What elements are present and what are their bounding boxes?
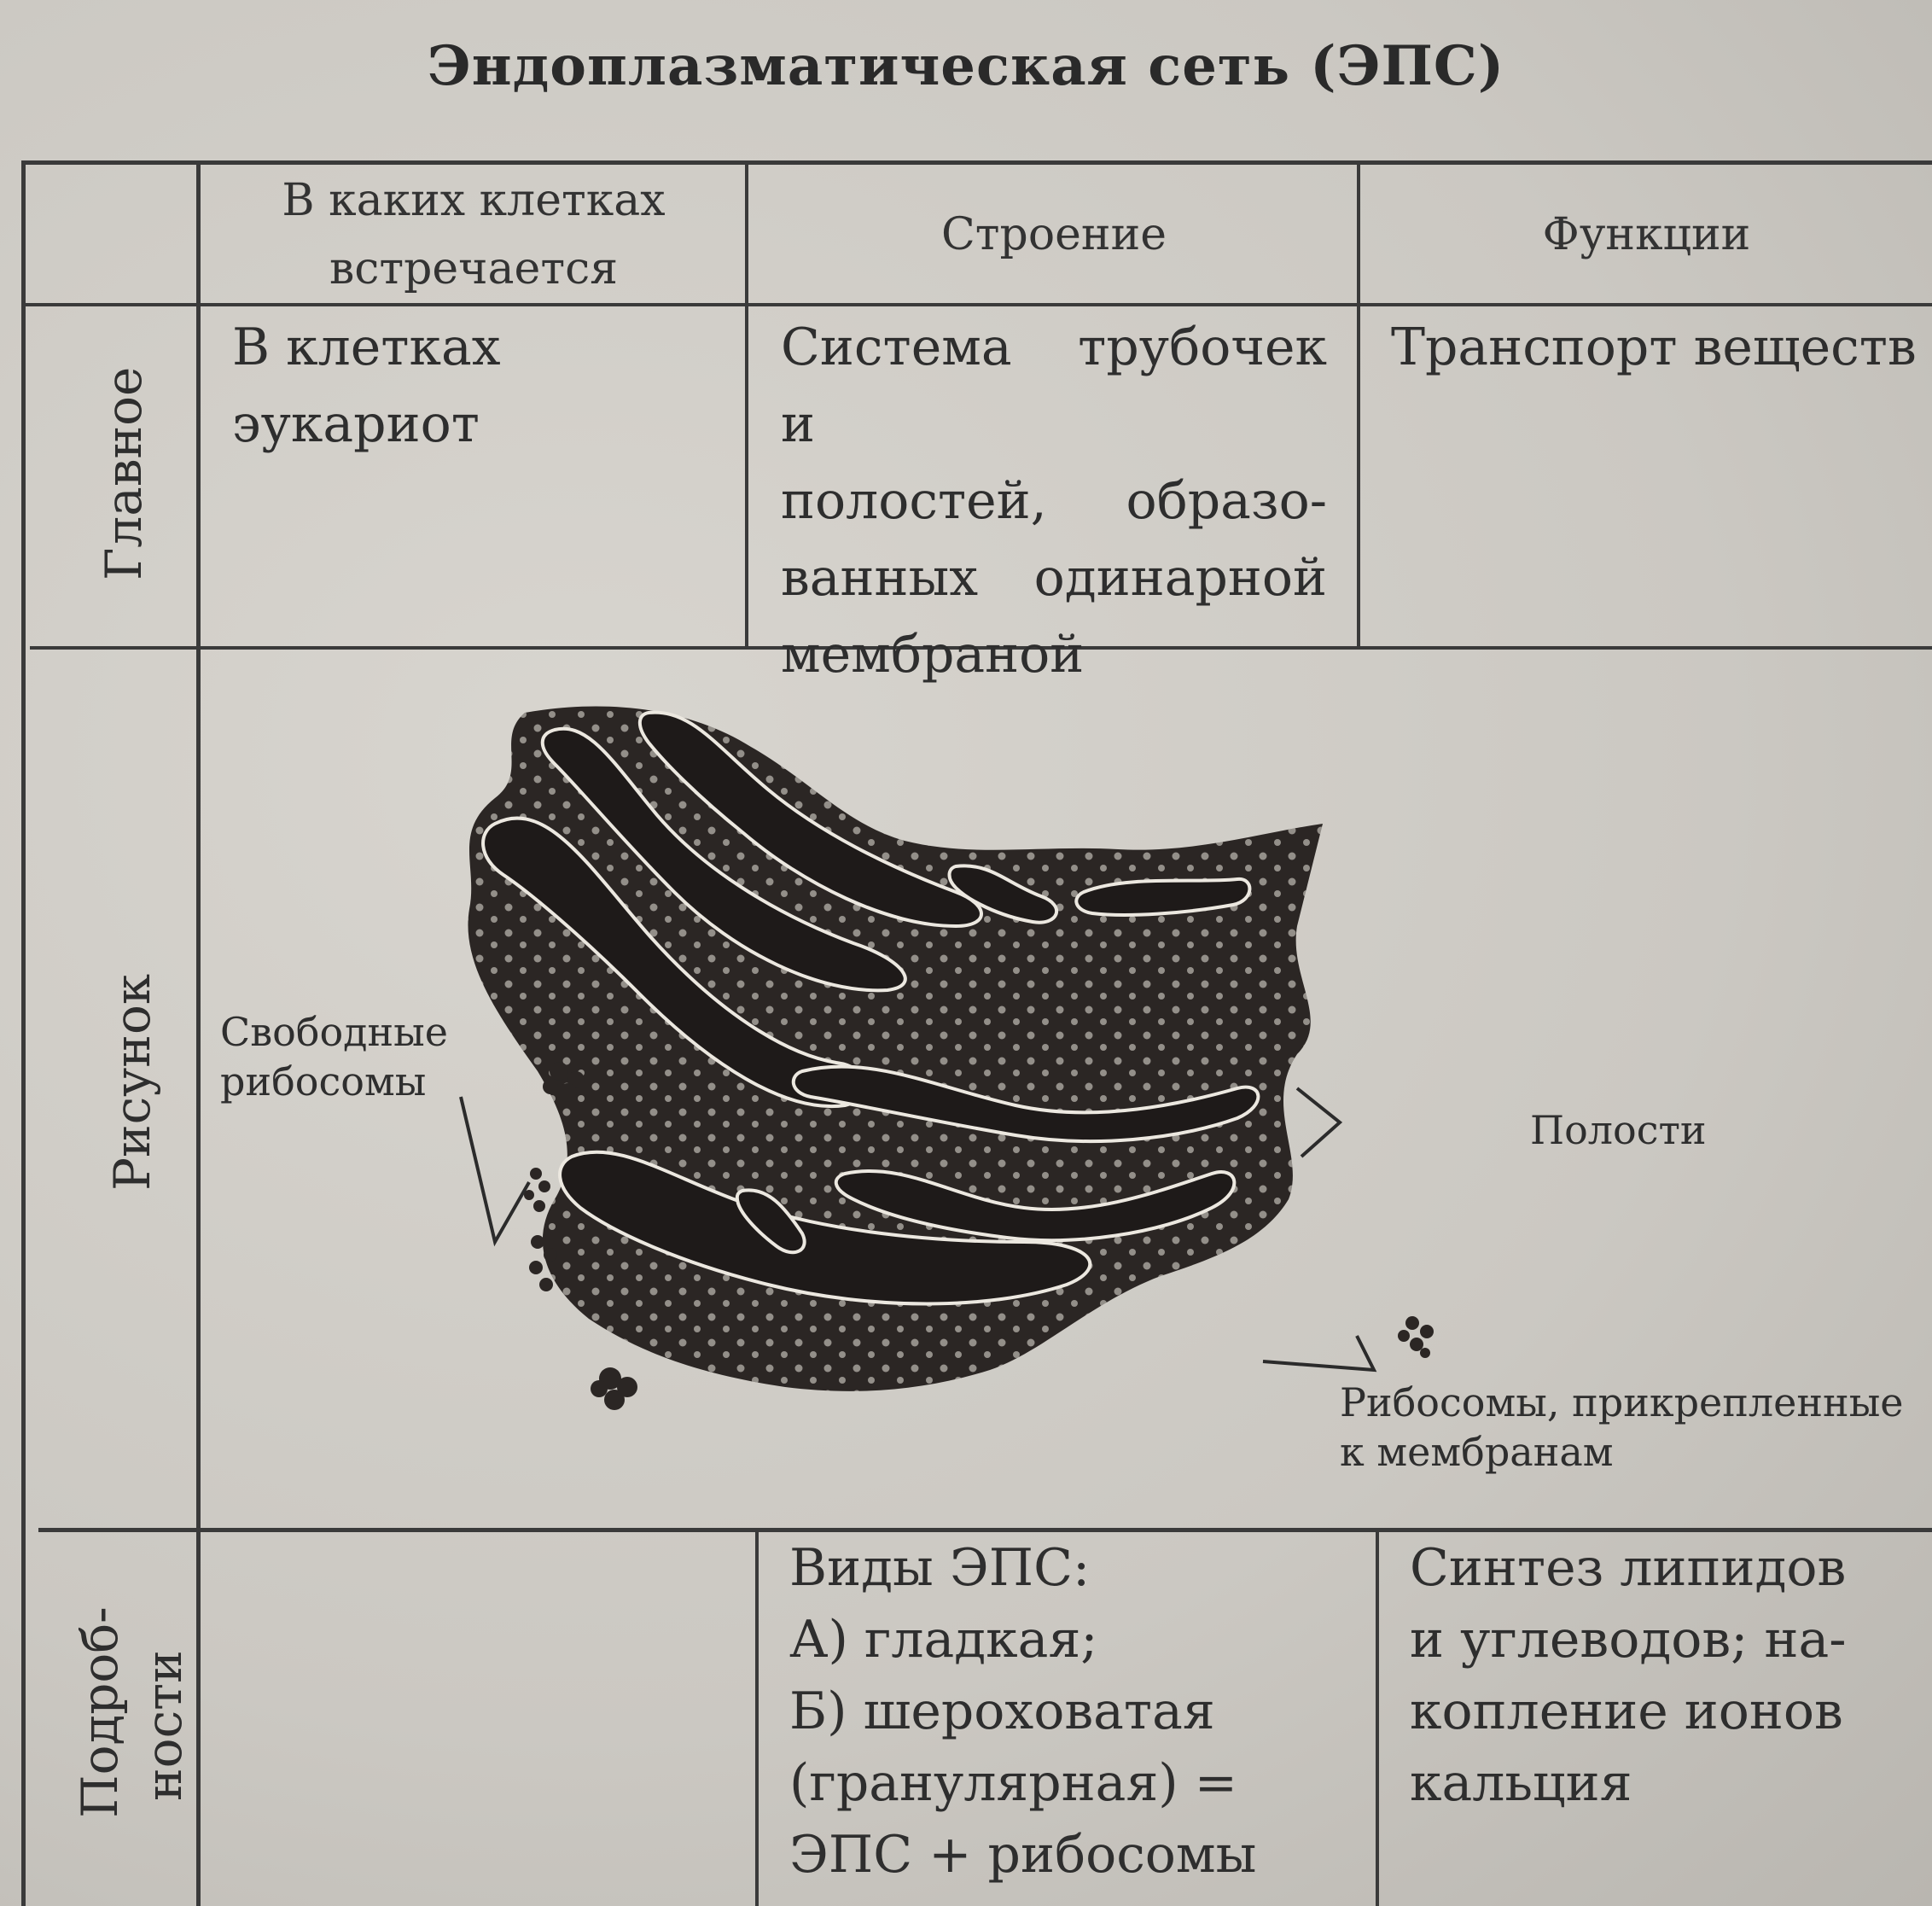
label-free-ribosomes-line2: рибосомы <box>220 1058 427 1105</box>
label-attached-ribosomes-line1: Рибосомы, прикрепленные <box>1340 1379 1904 1425</box>
header-where-line1: В каких клетках <box>282 175 666 226</box>
details-function-line3: копление ионов <box>1410 1682 1843 1741</box>
table-col-divider-2b <box>1376 1530 1379 1906</box>
label-free-ribosomes: Свободные рибосомы <box>220 1007 448 1106</box>
table-row-divider-3 <box>38 1528 1932 1532</box>
details-types-line4: (гранулярная) = <box>789 1753 1238 1813</box>
label-attached-ribosomes-line2: к мембранам <box>1340 1429 1614 1475</box>
er-illustration <box>459 706 1434 1410</box>
free-ribosome-clusters <box>524 1062 1434 1410</box>
er-cisternae <box>481 710 1260 1306</box>
main-function-cell: Транспорт веществ <box>1391 309 1929 386</box>
table-row-divider-1 <box>21 303 1932 306</box>
main-structure-line1: Система трубочек и <box>781 318 1327 454</box>
details-types-line1: Виды ЭПС: <box>789 1538 1091 1598</box>
main-where-line1: В клетках <box>232 318 501 377</box>
table-border-left <box>21 160 26 1906</box>
table-col-divider-0 <box>196 160 201 1906</box>
details-types-line5: ЭПС + рибосомы <box>789 1825 1257 1885</box>
label-attached-ribosomes: Рибосомы, прикрепленные к мембранам <box>1340 1378 1904 1477</box>
header-structure: Строение <box>940 209 1167 260</box>
row-label-main: Главное <box>95 366 153 580</box>
table-col-divider-2a <box>1357 160 1360 649</box>
row-label-details-line1: Подроб- <box>71 1606 129 1818</box>
row-label-details-line2: ности <box>135 1650 193 1801</box>
details-function-cell: Синтез липидов и углеводов; на- копление… <box>1410 1532 1922 1819</box>
row-label-details: Подроб- ности <box>68 1606 196 1818</box>
main-structure-cell: Система трубочек и полостей, образо- ван… <box>781 309 1327 693</box>
page-title: Эндоплазматическая сеть (ЭПС) <box>427 34 1505 98</box>
table-border-top <box>21 160 1932 165</box>
table-col-divider-1a <box>745 160 748 649</box>
main-structure-line3: ванных одинарной <box>781 548 1327 608</box>
label-cavities: Полости <box>1530 1107 1707 1153</box>
main-structure-line4: мембраной <box>781 625 1085 685</box>
main-where-line2: эукариот <box>232 394 480 454</box>
main-where-cell: В клетках эукариот <box>232 309 736 463</box>
details-types-line3: Б) шероховатая <box>789 1682 1215 1741</box>
header-functions: Функции <box>1542 209 1751 260</box>
details-function-line1: Синтез липидов <box>1410 1538 1847 1598</box>
details-types-cell: Виды ЭПС: А) гладкая; Б) шероховатая (гр… <box>789 1532 1370 1891</box>
row-label-figure: Рисунок <box>103 973 161 1191</box>
main-structure-line2: полостей, образо- <box>781 471 1327 531</box>
table-row-divider-2 <box>30 646 1932 650</box>
label-free-ribosomes-line1: Свободные <box>220 1009 448 1055</box>
table-col-divider-1b <box>755 1530 759 1906</box>
main-function-line1: Транспорт веществ <box>1391 318 1917 377</box>
pointer-lines <box>459 1087 1377 1373</box>
header-where-line2: встречается <box>329 243 619 294</box>
details-function-line2: и углеводов; на- <box>1410 1610 1847 1670</box>
details-function-line4: кальция <box>1410 1753 1632 1813</box>
header-where: В каких клетках встречается <box>205 166 742 303</box>
details-types-line2: А) гладкая; <box>789 1610 1098 1670</box>
